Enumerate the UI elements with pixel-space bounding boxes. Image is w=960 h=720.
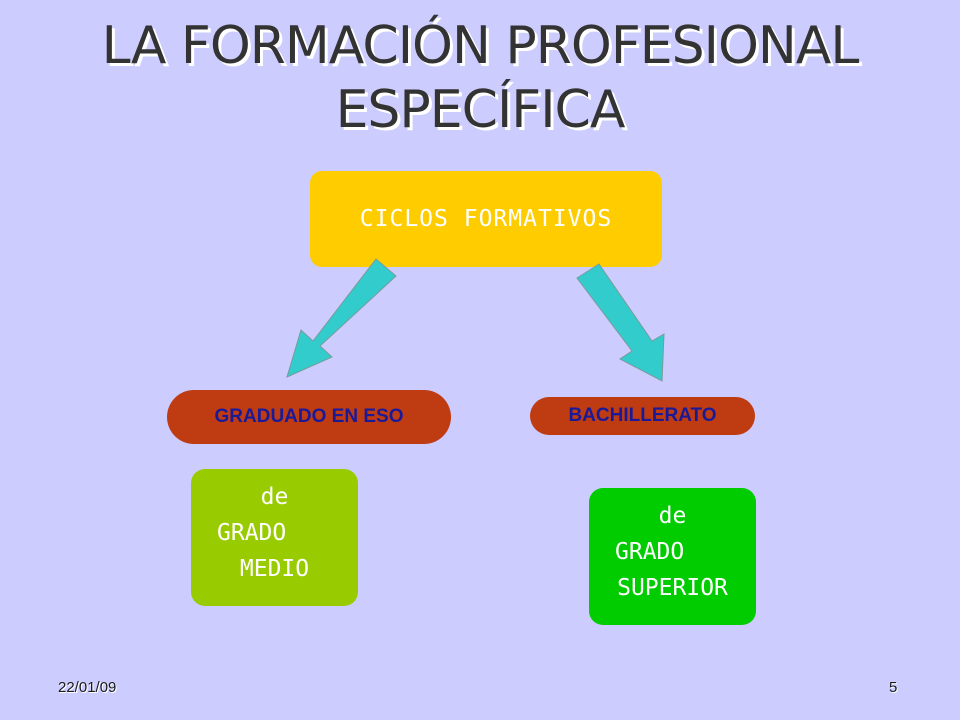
arrow-to-graduado-icon — [286, 258, 397, 378]
ciclos-formativos-box: CICLOS FORMATIVOS — [310, 171, 662, 267]
arrow-to-bachillerato-icon — [576, 263, 665, 382]
grado-superior-box: de GRADO SUPERIOR — [589, 488, 756, 625]
graduado-eso-pill: GRADUADO EN ESO — [167, 390, 451, 444]
bachillerato-pill: BACHILLERATO — [530, 397, 755, 435]
grado-superior-line-1: de — [658, 503, 687, 529]
grado-medio-line-3: MEDIO — [239, 556, 310, 582]
grado-superior-line-3: SUPERIOR — [617, 575, 728, 601]
grado-medio-box: de GRADO MEDIO — [191, 469, 358, 606]
footer-page-number: 5 — [889, 679, 898, 696]
footer-date: 22/01/09 — [58, 679, 117, 696]
slide-title-line-2: ESPECÍFICA — [335, 80, 626, 140]
grado-medio-line-2: GRADO — [217, 520, 287, 546]
slide-title: LA FORMACIÓN PROFESIONAL ESPECÍFICA — [0, 14, 960, 142]
grado-medio-line-1: de — [260, 484, 289, 510]
slide-title-line-1: LA FORMACIÓN PROFESIONAL — [101, 16, 860, 76]
grado-superior-line-2: GRADO — [615, 539, 685, 565]
